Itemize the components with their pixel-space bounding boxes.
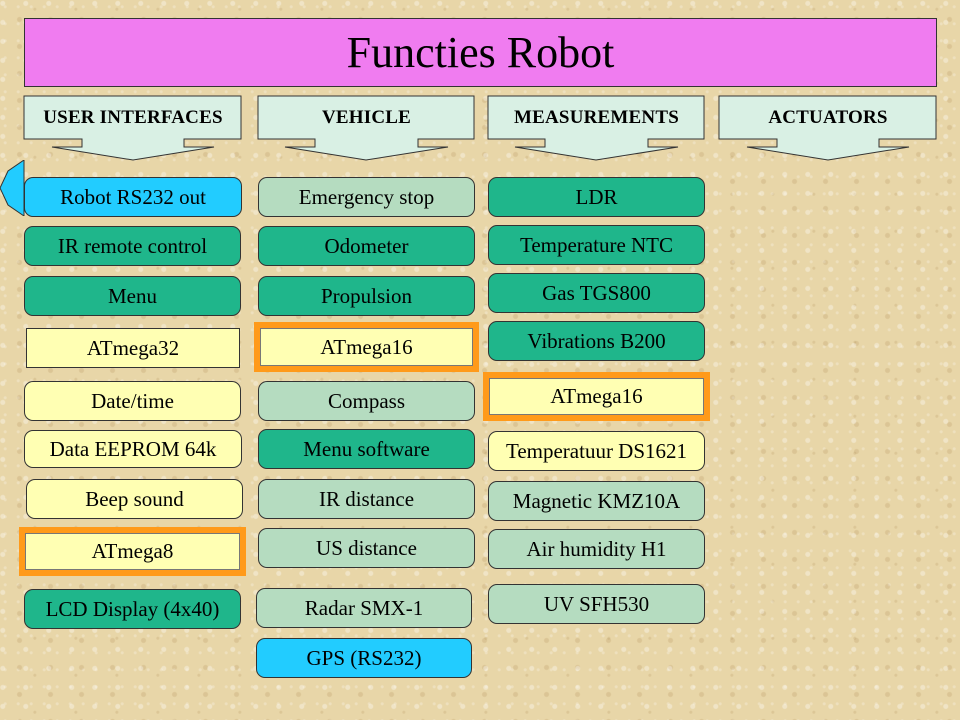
item-robot-rs232-out: Robot RS232 out	[24, 177, 242, 217]
item-us-distance: US distance	[258, 528, 475, 568]
item-ir-distance: IR distance	[258, 479, 475, 519]
left-arrow-icon	[0, 160, 25, 216]
column-header-user-interfaces: USER INTERFACES	[23, 95, 242, 162]
item-odometer: Odometer	[258, 226, 475, 266]
down-arrow-callout-icon	[23, 95, 242, 161]
column-header-label: ACTUATORS	[768, 107, 888, 128]
controller-label: ATmega16	[260, 328, 473, 366]
item-data-eeprom-64k: Data EEPROM 64k	[24, 430, 242, 468]
column-header-actuators: ACTUATORS	[718, 95, 937, 162]
item-lcd-display: LCD Display (4x40)	[24, 589, 241, 629]
item-magnetic-kmz10a: Magnetic KMZ10A	[488, 481, 705, 521]
item-temperatuur-ds1621: Temperatuur DS1621	[488, 431, 705, 471]
item-propulsion: Propulsion	[258, 276, 475, 316]
item-ldr: LDR	[488, 177, 705, 217]
item-temperature-ntc: Temperature NTC	[488, 225, 705, 265]
item-emergency-stop: Emergency stop	[258, 177, 475, 217]
column-header-label: MEASUREMENTS	[514, 107, 679, 128]
item-beep-sound: Beep sound	[26, 479, 243, 519]
column-header-label: USER INTERFACES	[43, 107, 223, 128]
controller-label: ATmega8	[25, 533, 240, 570]
column-header-label: VEHICLE	[321, 107, 412, 128]
controller-label: ATmega16	[489, 378, 704, 415]
item-compass: Compass	[258, 381, 475, 421]
item-air-humidity-h1: Air humidity H1	[488, 529, 705, 569]
item-atmega32: ATmega32	[26, 328, 240, 368]
item-menu: Menu	[24, 276, 241, 316]
item-vibrations-b200: Vibrations B200	[488, 321, 705, 361]
item-menu-software: Menu software	[258, 429, 475, 469]
down-arrow-callout-icon	[718, 95, 937, 161]
column-header-vehicle: VEHICLE	[257, 95, 475, 162]
item-atmega8: ATmega8	[19, 527, 246, 576]
item-atmega16-measurements: ATmega16	[483, 372, 710, 421]
page-title: Functies Robot	[24, 18, 937, 87]
item-gas-tgs800: Gas TGS800	[488, 273, 705, 313]
item-gps-rs232: GPS (RS232)	[256, 638, 472, 678]
item-radar-smx-1: Radar SMX-1	[256, 588, 472, 628]
down-arrow-callout-icon	[257, 95, 475, 161]
item-atmega16-vehicle: ATmega16	[254, 322, 479, 372]
down-arrow-callout-icon	[487, 95, 705, 161]
item-ir-remote-control: IR remote control	[24, 226, 241, 266]
item-date-time: Date/time	[24, 381, 241, 421]
column-header-measurements: MEASUREMENTS	[487, 95, 705, 162]
item-uv-sfh530: UV SFH530	[488, 584, 705, 624]
